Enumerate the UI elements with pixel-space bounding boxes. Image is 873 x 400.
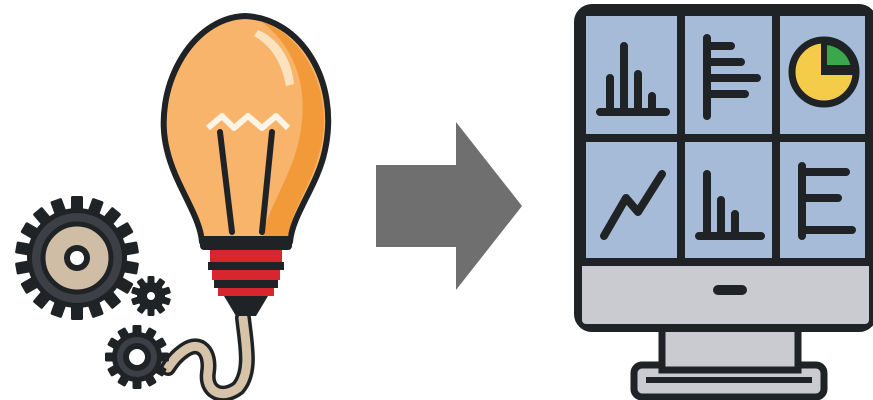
lightbulb-icon bbox=[164, 16, 328, 316]
bulb-base-tip bbox=[224, 296, 268, 316]
dashboard-panel bbox=[780, 16, 865, 134]
gear-hole bbox=[147, 292, 155, 300]
panel-background bbox=[685, 140, 774, 258]
small-gear-icon bbox=[131, 276, 171, 316]
bulb-base-ring bbox=[212, 270, 280, 280]
bulb-base-ring bbox=[210, 250, 282, 262]
panel-background bbox=[586, 140, 679, 258]
gear-hole bbox=[70, 251, 84, 265]
large-gear-icon bbox=[15, 196, 139, 320]
gear-hole bbox=[129, 349, 145, 365]
gears-lightbulb-icon bbox=[15, 16, 328, 394]
medium-gear-icon bbox=[105, 325, 169, 389]
dashboard-panel bbox=[685, 140, 774, 258]
bulb-base-collar bbox=[200, 236, 292, 250]
dashboard-panel bbox=[586, 16, 679, 134]
pie-chart-icon bbox=[792, 40, 856, 104]
dashboard-panel bbox=[780, 140, 865, 258]
bulb-base-band bbox=[214, 280, 278, 288]
dashboard-grid bbox=[582, 12, 869, 262]
dashboard-panel bbox=[586, 140, 679, 258]
panel-background bbox=[586, 16, 679, 134]
monitor-dashboard-icon bbox=[578, 8, 873, 397]
dashboard-panel bbox=[685, 16, 774, 134]
power-indicator-icon bbox=[713, 285, 747, 295]
bulb-base-ring bbox=[218, 288, 274, 296]
bulb-base-band bbox=[208, 262, 284, 270]
right-arrow-icon bbox=[376, 122, 522, 290]
